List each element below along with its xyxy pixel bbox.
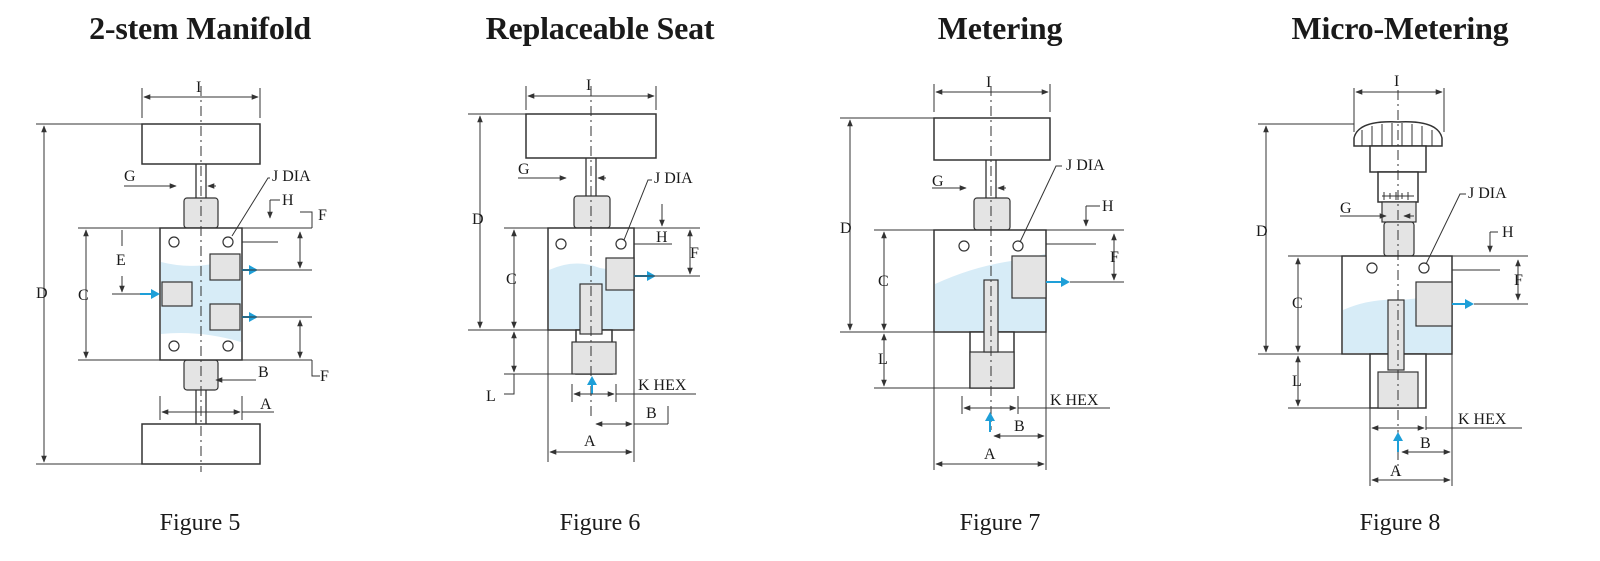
metering-stem (1387, 299, 1405, 371)
label-H: H (282, 192, 294, 209)
outlet-port (1415, 281, 1453, 327)
label-B: B (646, 405, 657, 422)
micrometer-sleeve (1381, 201, 1417, 223)
mounting-hole (222, 340, 234, 352)
figure-caption: Figure 5 (159, 510, 241, 536)
label-A: A (984, 446, 996, 463)
label-H: H (1502, 224, 1514, 241)
label-C: C (878, 273, 889, 290)
mounting-hole (168, 236, 180, 248)
mounting-hole (222, 236, 234, 248)
label-D: D (472, 211, 484, 228)
label-J: J DIA (272, 168, 311, 185)
label-F: F (1110, 249, 1119, 266)
inlet-flow-arrow (1393, 432, 1403, 441)
label-G: G (518, 161, 530, 178)
hex-nut (571, 341, 617, 375)
label-A: A (260, 396, 272, 413)
figure-title: 2-stem Manifold (89, 10, 311, 46)
label-K: K HEX (638, 377, 687, 394)
handwheel (933, 117, 1051, 161)
outlet-port (605, 257, 635, 291)
label-I: I (196, 79, 201, 96)
outlet-flow-arrow (1465, 299, 1474, 309)
label-I: I (986, 74, 991, 91)
mounting-hole (615, 238, 627, 250)
inlet-flow-arrow (151, 289, 160, 299)
label-H: H (656, 229, 668, 246)
label-L: L (1292, 373, 1302, 390)
outlet-flow-arrow (1061, 277, 1070, 287)
label-F: F (1514, 272, 1523, 289)
label-C: C (506, 271, 517, 288)
label-L: L (486, 388, 496, 405)
label-I: I (586, 77, 591, 94)
hex-nut (969, 351, 1015, 389)
figure-5-diagram: I D C E G J DIA H F F B A (36, 79, 329, 472)
mounting-hole (1012, 240, 1024, 252)
label-J: J DIA (654, 170, 693, 187)
label-G: G (932, 173, 944, 190)
label-F: F (318, 207, 327, 224)
figure-7-diagram: I D C L G J DIA H F K HEX B A (840, 74, 1124, 470)
packing-nut (1383, 221, 1415, 257)
label-D: D (1256, 223, 1268, 240)
figure-caption: Figure 6 (559, 510, 641, 536)
figure-8-diagram: I D C L G J DIA H F K HEX B A (1256, 73, 1528, 486)
figure-8-panel: Micro-Metering I D C L G (1200, 0, 1600, 561)
figure-caption: Figure 7 (959, 510, 1041, 536)
label-J: J DIA (1468, 185, 1507, 202)
figure-6-diagram: I D C L G J DIA H F K HEX B A (468, 77, 700, 462)
label-B: B (1420, 435, 1431, 452)
mounting-hole (555, 238, 567, 250)
label-G: G (1340, 200, 1352, 217)
label-H: H (1102, 198, 1114, 215)
mounting-hole (958, 240, 970, 252)
label-A: A (584, 433, 596, 450)
outlet-port (1011, 255, 1047, 299)
inlet-port (161, 281, 193, 307)
figure-title: Replaceable Seat (485, 10, 715, 46)
label-A: A (1390, 463, 1402, 480)
label-D: D (36, 285, 48, 302)
figure-caption: Figure 8 (1359, 510, 1441, 536)
figure-6-panel: Replaceable Seat I D C L G J DIA (400, 0, 800, 561)
mounting-hole (1418, 262, 1430, 274)
figure-title: Metering (937, 10, 1063, 46)
label-C: C (78, 287, 89, 304)
inlet-flow-arrow (985, 412, 995, 421)
mounting-hole (1366, 262, 1378, 274)
label-E: E (116, 252, 126, 269)
label-J: J DIA (1066, 157, 1105, 174)
outlet-port-upper (209, 253, 241, 281)
figure-title: Micro-Metering (1291, 10, 1509, 46)
label-F2: F (320, 368, 329, 385)
figure-7-panel: Metering I D C L G J DIA H (800, 0, 1200, 561)
label-K: K HEX (1050, 392, 1099, 409)
label-I: I (1394, 73, 1399, 90)
label-C: C (1292, 295, 1303, 312)
packing-nut (573, 195, 611, 229)
label-D: D (840, 220, 852, 237)
label-F: F (690, 245, 699, 262)
label-B: B (1014, 418, 1025, 435)
outlet-port-lower (209, 303, 241, 331)
mounting-hole (168, 340, 180, 352)
inlet-flow-arrow (587, 376, 597, 385)
figure-5-panel: 2-stem Manifold I D (0, 0, 400, 561)
packing-nut (973, 197, 1011, 231)
label-B: B (258, 364, 269, 381)
label-L: L (878, 351, 888, 368)
label-K: K HEX (1458, 411, 1507, 428)
label-G: G (124, 168, 136, 185)
